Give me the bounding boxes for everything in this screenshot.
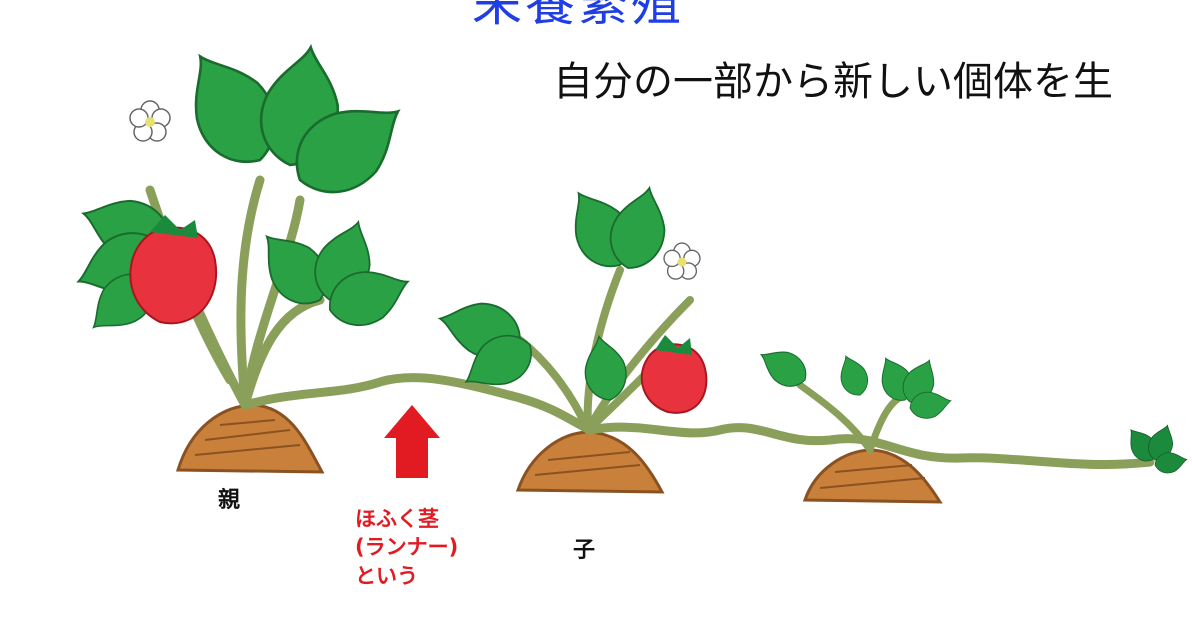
- parent-flower: [129, 100, 171, 142]
- label-parent: 親: [218, 488, 241, 513]
- child-strawberry: [640, 335, 708, 414]
- soil-mound-child: [515, 430, 665, 494]
- up-arrow-icon: [384, 405, 440, 478]
- parent-strawberry: [129, 215, 218, 325]
- runner-label-line1: ほふく茎: [355, 507, 439, 531]
- runner-label-line3: という: [355, 563, 418, 588]
- runner-label-line2: (ランナー): [355, 535, 459, 560]
- runner-label: ほふく茎 (ランナー) という: [355, 505, 458, 590]
- page-subtitle: 自分の一部から新しい個体を生: [553, 59, 1113, 105]
- grandchild-leaves: [752, 340, 954, 422]
- runner-stem: [240, 373, 1155, 469]
- label-child: 子: [573, 538, 596, 563]
- soil-mound-parent: [175, 403, 325, 474]
- page-title: 栄養繁殖: [472, 0, 684, 32]
- child-flower: [663, 242, 701, 280]
